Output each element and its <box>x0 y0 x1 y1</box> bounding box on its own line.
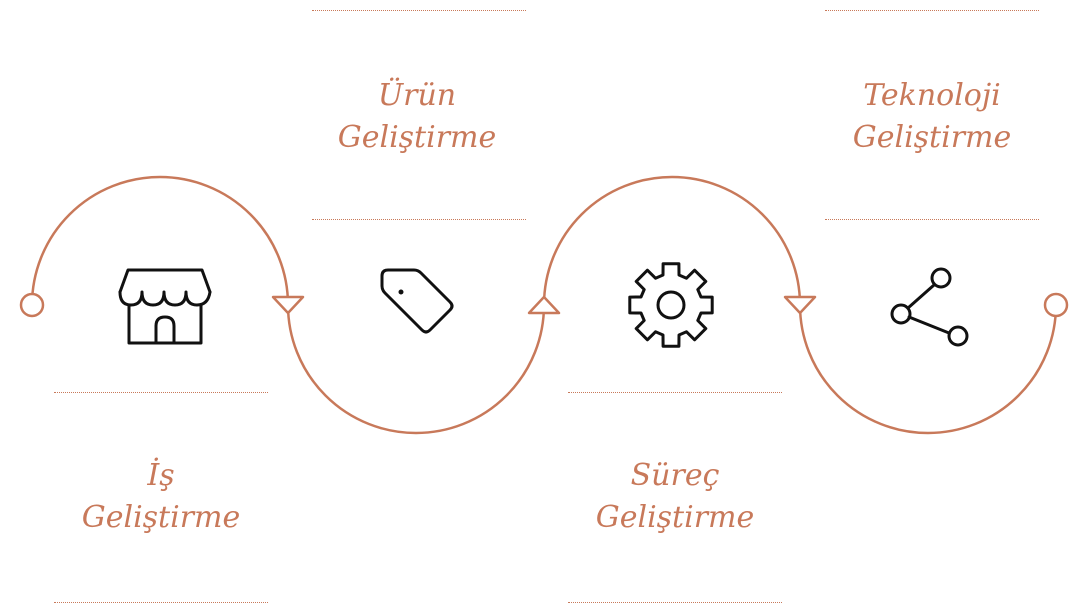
arrow-up-2 <box>527 295 561 315</box>
arrow-down-3 <box>783 295 817 315</box>
wave-arc-1 <box>30 175 290 307</box>
shop-icon <box>118 268 212 345</box>
step-label-line2: Geliştirme <box>595 500 755 535</box>
divider-line <box>312 10 526 11</box>
start-node <box>19 292 45 318</box>
wave-arc-2 <box>286 303 546 435</box>
step-label-line1: Süreç <box>630 458 720 493</box>
step-label-line1: Ürün <box>377 78 457 113</box>
divider-line <box>54 392 268 393</box>
wave-arc-3 <box>542 175 802 307</box>
step-label-line2: Geliştirme <box>337 120 497 155</box>
step-label-line2: Geliştirme <box>81 500 241 535</box>
step-label-surec: Süreç Geliştirme <box>555 455 795 539</box>
arrow-down-1 <box>271 295 305 315</box>
step-label-line1: Teknoloji <box>863 78 1001 113</box>
divider-line <box>568 602 782 603</box>
share-icon <box>890 267 969 347</box>
divider-line <box>54 602 268 603</box>
step-label-is: İş Geliştirme <box>41 455 281 539</box>
step-label-line1: İş <box>147 458 175 493</box>
gear-icon <box>628 262 714 348</box>
tag-icon <box>380 268 454 334</box>
divider-line <box>825 219 1039 220</box>
end-node <box>1043 292 1069 318</box>
divider-line <box>568 392 782 393</box>
divider-line <box>312 219 526 220</box>
step-label-urun: Ürün Geliştirme <box>297 75 537 159</box>
step-label-line2: Geliştirme <box>852 120 1012 155</box>
wave-arc-4 <box>798 303 1058 435</box>
divider-line <box>825 10 1039 11</box>
step-label-teknoloji: Teknoloji Geliştirme <box>812 75 1052 159</box>
